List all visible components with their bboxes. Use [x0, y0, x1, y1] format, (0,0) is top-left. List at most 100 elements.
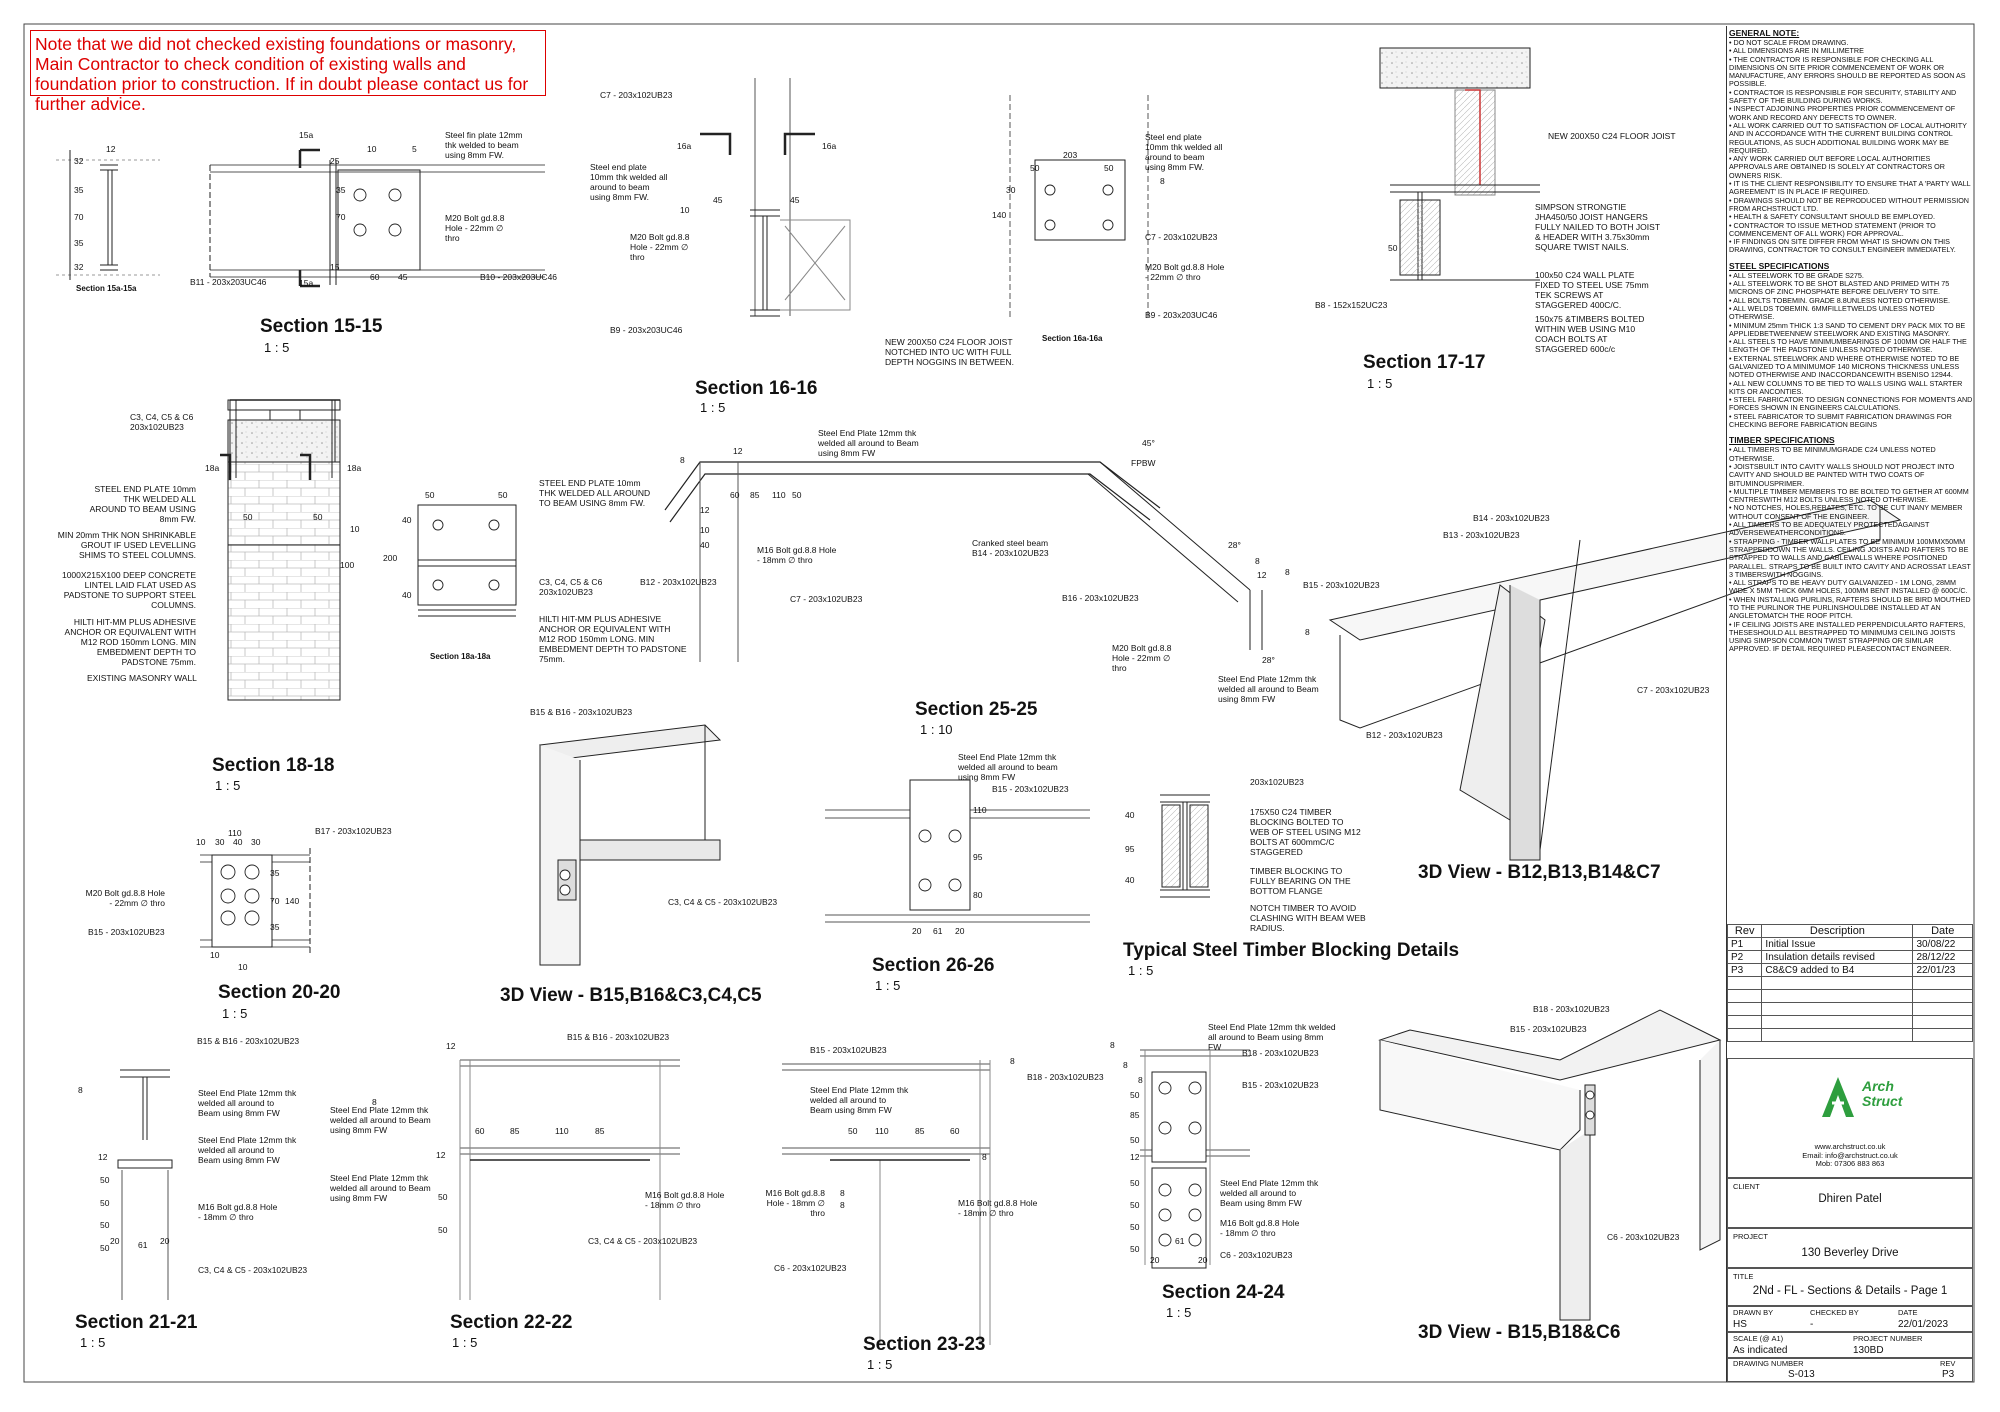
s16-b9-label: B9 - 203x203UC46: [610, 325, 683, 335]
section-16a-detail: [1009, 95, 1149, 318]
s16-dim-1: 45: [790, 195, 800, 205]
section-25-title: Section 25-25: [915, 699, 1038, 720]
section-20-detail: [200, 848, 311, 955]
s22-beam-label: B15 & B16 - 203x102UB23: [567, 1032, 670, 1042]
s24-end-plate-note-1: Steel End Plate 12mm thk welded all arou…: [1208, 1022, 1336, 1052]
s24-dim-0: 8: [1110, 1040, 1115, 1050]
general-note: DO NOT SCALE FROM DRAWING.: [1729, 38, 1973, 47]
s24-dim-9: 50: [1130, 1222, 1140, 1232]
s16a-bolt-note: M20 Bolt gd.8.8 Hole - 22mm ∅ thro: [1145, 262, 1225, 282]
general-note: ALL DIMENSIONS ARE IN MILLIMETRE: [1729, 46, 1973, 55]
s16-dim-2: 10: [680, 205, 690, 215]
view-3d-b15-detail: [538, 724, 722, 966]
steel-note: ALL STEELS TO HAVE MINIMUMBEARINGS OF 10…: [1729, 338, 1973, 355]
description-cell: [1761, 1028, 1914, 1042]
s21-column-label: C3, C4 & C5 - 203x102UB23: [198, 1265, 308, 1275]
s16a-dim-6: 30: [1006, 185, 1016, 195]
s26-dim-0: 110: [973, 805, 987, 815]
timber-note: WHEN INSTALLING PURLINS, RAFTERS SHOULD …: [1729, 595, 1973, 621]
timber-dim-2: 40: [1125, 875, 1135, 885]
company-website: www.archstruct.co.uk: [1814, 1142, 1886, 1151]
description-cell: [1761, 976, 1914, 990]
section-21-title: Section 21-21: [75, 1312, 198, 1333]
s21-dim-3: 50: [100, 1198, 110, 1208]
s20-bolt-note: M20 Bolt gd.8.8 Hole - 22mm ∅ thro: [85, 888, 165, 908]
s24-b18-label: B18 - 203x102UB23: [1242, 1048, 1319, 1058]
s17-timber-note: 150x75 &TIMBERS BOLTED WITHIN WEB USING …: [1535, 314, 1645, 354]
s18-anchor-note: HILTI HIT-MM PLUS ADHESIVE ANCHOR OR EQU…: [64, 617, 196, 667]
section-26-scale: 1 : 5: [875, 978, 901, 993]
cut-15a-b: 15a: [299, 278, 314, 288]
s20-dim-2: 30: [215, 837, 225, 847]
s24-dim-13: 20: [1198, 1255, 1208, 1265]
s26-dim-4: 61: [933, 926, 943, 936]
description-cell: C8&C9 added to B4: [1761, 963, 1914, 977]
v3d2-c7-label: C7 - 203x102UB23: [1637, 685, 1710, 695]
general-notes-list: DO NOT SCALE FROM DRAWING. ALL DIMENSION…: [1729, 38, 1973, 255]
section-16a-label: Section 16a-16a: [1042, 334, 1103, 343]
s24-bolt-note: M16 Bolt gd.8.8 Hole - 18mm ∅ thro: [1220, 1218, 1300, 1238]
s15-dim-0: 12: [106, 144, 116, 154]
s18-dim-0: 50: [243, 512, 253, 522]
s15-dim-7: 32: [74, 156, 84, 166]
s24-dim-4: 85: [1130, 1110, 1140, 1120]
v3d2-b13-label: B13 - 203x102UB23: [1443, 530, 1520, 540]
section-22-title: Section 22-22: [450, 1312, 573, 1333]
s18a-anchor-note: HILTI HIT-MM PLUS ADHESIVE ANCHOR OR EQU…: [539, 614, 687, 664]
s24-dim-6: 12: [1130, 1152, 1140, 1162]
rev-cell: P3: [1726, 963, 1763, 977]
drawing-number-caption: DRAWING NUMBER: [1733, 1359, 1804, 1368]
s25-dim-9: 8: [1255, 556, 1260, 566]
s23-dim-2: 85: [915, 1126, 925, 1136]
s22-dim-2: 85: [510, 1126, 520, 1136]
s23-bolt-note-2: M16 Bolt gd.8.8 Hole - 18mm ∅ thro: [958, 1198, 1038, 1218]
date-cell: [1912, 989, 1973, 1003]
checked-by-caption: CHECKED BY: [1810, 1308, 1859, 1317]
section-25-scale: 1 : 10: [920, 722, 953, 737]
company-block: Arch Struct www.archstruct.co.uk Email: …: [1727, 1058, 1973, 1178]
current-rev: P3: [1942, 1369, 1955, 1380]
s22-dim-7: 50: [438, 1225, 448, 1235]
s25-angle-45: 45°: [1142, 438, 1155, 448]
rev-cell: P1: [1726, 937, 1763, 951]
project-name: 130 Beverley Drive: [1801, 1247, 1899, 1259]
timber-note: IF CEILING JOISTS ARE INSTALLED PERPENDI…: [1729, 620, 1973, 654]
s25-dim-11: 8: [1285, 567, 1290, 577]
s25-cranked-note: Cranked steel beam B14 - 203x102UB23: [972, 538, 1049, 558]
s18-grout-note: MIN 20mm THK NON SHRINKABLE GROUT IF USE…: [57, 530, 196, 560]
s20-dim-0: 110: [228, 828, 242, 838]
general-note: CONTRACTOR TO ISSUE METHOD STATEMENT (PR…: [1729, 221, 1973, 239]
s23-dim-1: 110: [875, 1126, 889, 1136]
table-row: [1726, 1028, 1973, 1042]
description-cell: [1761, 989, 1914, 1003]
drawing-scale: As indicated: [1733, 1345, 1788, 1356]
section-20-scale: 1 : 5: [222, 1006, 248, 1021]
s16a-dim-7: 140: [992, 210, 1007, 220]
s25-dim-0: 8: [680, 455, 685, 465]
s16-c7-label: C7 - 203x102UB23: [600, 90, 673, 100]
v3d2-b12-label: B12 - 203x102UB23: [1366, 730, 1443, 740]
v3d1-column-label: C3, C4 & C5 - 203x102UB23: [668, 897, 778, 907]
s18-end-plate-note: STEEL END PLATE 10mm THK WELDED ALL AROU…: [89, 484, 196, 524]
s24-dim-11: 20: [1150, 1255, 1160, 1265]
s15-dim-8: 35: [74, 185, 84, 195]
v3d3-c6-label: C6 - 203x102UB23: [1607, 1232, 1680, 1242]
timber-note: NO NOTCHES, HOLES,REBATES, ETC. TO BE CU…: [1729, 504, 1973, 521]
s24-dim-3: 50: [1130, 1090, 1140, 1100]
s17-wall-plate-note: 100x50 C24 WALL PLATE FIXED TO STEEL USE…: [1535, 270, 1649, 310]
s16a-c7-label: C7 - 203x102UB23: [1145, 232, 1218, 242]
s21-end-plate-note-1: Steel End Plate 12mm thk welded all arou…: [198, 1088, 297, 1118]
s24-dim-12: 61: [1175, 1236, 1185, 1246]
s24-c6-label: C6 - 203x102UB23: [1220, 1250, 1293, 1260]
v3d1-beam-label: B15 & B16 - 203x102UB23: [530, 707, 633, 717]
s23-dim-7: 8: [840, 1200, 845, 1210]
title-caption: TITLE: [1733, 1272, 1754, 1281]
s21-bolt-note: M16 Bolt gd.8.8 Hole - 18mm ∅ thro: [198, 1202, 278, 1222]
general-note: THE CONTRACTOR IS RESPONSIBLE FOR CHECKI…: [1729, 55, 1973, 89]
client-caption: CLIENT: [1733, 1182, 1760, 1191]
s18a-dim-4: 50: [425, 490, 435, 500]
s25-dim-3: 85: [750, 490, 760, 500]
section-22-scale: 1 : 5: [452, 1335, 478, 1350]
client-name: Dhiren Patel: [1818, 1193, 1882, 1205]
